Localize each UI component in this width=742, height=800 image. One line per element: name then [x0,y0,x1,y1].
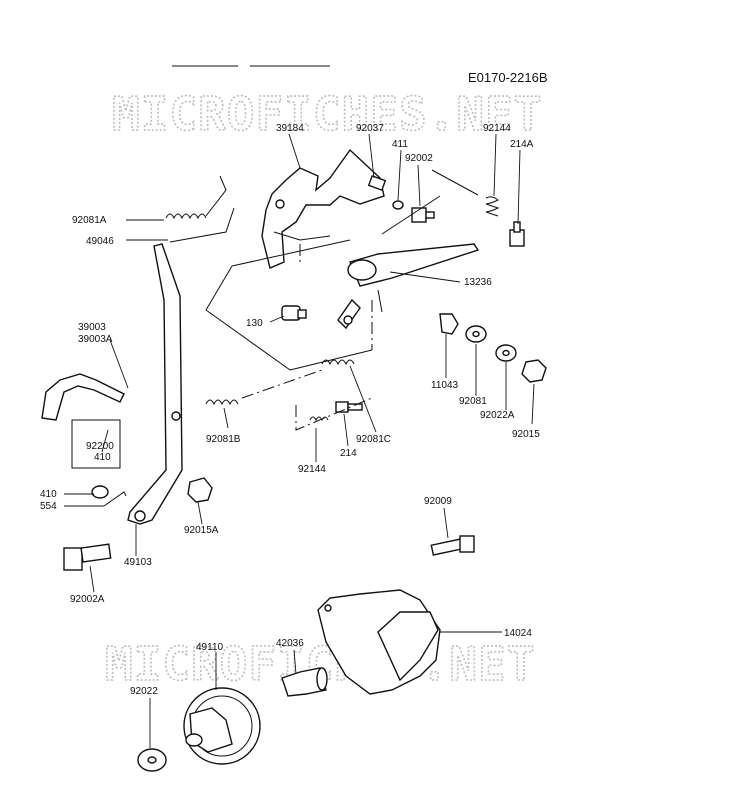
pin-554 [103,491,127,507]
watermark-top: MICROFICHES.NET [112,87,542,141]
cable-frame [71,419,121,469]
part-label-92081B: 92081B [206,434,241,445]
part-label-92022: 92022 [130,686,158,697]
washer-411 [392,200,404,210]
part-label-92022A: 92022A [480,410,515,421]
governor-bracket [261,148,385,269]
part-label-92009: 92009 [424,496,452,507]
part-label-410-a: 410 [94,452,111,463]
part-label-39184: 39184 [276,123,304,134]
washer-92081 [465,325,487,343]
bolt-92009 [430,535,475,556]
part-label-554: 554 [40,501,57,512]
part-label-49046: 49046 [86,236,114,247]
callout-leaders [64,133,535,748]
governor-gear [183,687,261,765]
part-label-92081: 92081 [459,396,487,407]
part-label-130: 130 [246,318,263,329]
governor-lever [337,243,480,330]
governor-shaft [281,667,328,697]
spring-frame [241,369,373,431]
part-label-49103: 49103 [124,557,152,568]
part-label-92144-top: 92144 [483,123,511,134]
spring-92144-top [485,196,500,217]
part-label-92037: 92037 [356,123,384,134]
spring-92081A [165,175,227,220]
bolt-214 [335,401,363,413]
part-label-42036: 42036 [276,638,304,649]
part-label-410-b: 410 [40,489,57,500]
part-label-92015A: 92015A [184,525,219,536]
nut-92015A [187,477,213,503]
assembly-frame [205,169,479,371]
bolt-92002A [63,543,112,571]
choke-cable [41,373,125,421]
bolt-92002 [411,207,435,223]
part-label-92002A: 92002A [70,594,105,605]
washer-92022 [137,748,167,772]
part-label-13236: 13236 [464,277,492,288]
part-label-39003: 39003 [78,322,106,333]
part-label-411: 411 [392,139,408,150]
part-label-14024: 14024 [504,628,532,639]
rod-49046 [169,207,235,243]
bolt-214A [509,221,525,247]
part-label-49110: 49110 [196,642,224,653]
washer-410-a [91,485,109,499]
gear-cover [317,589,441,695]
screw-130 [281,305,307,321]
washer-92022A [495,344,517,362]
part-label-92002: 92002 [405,153,433,164]
spring-92144-low [309,416,329,422]
control-lever [127,243,183,525]
part-label-11043: 11043 [431,380,459,391]
nut-92015 [521,359,547,383]
spring-92081B [205,399,239,406]
part-label-214A: 214A [510,139,534,150]
diagram-reference: E0170-2216B [468,70,548,85]
part-label-39003A: 39003A [78,334,113,345]
bolt-92037 [367,175,387,191]
part-label-214: 214 [340,448,357,459]
part-label-92144-low: 92144 [298,464,326,475]
part-label-92200: 92200 [86,441,114,452]
part-label-92015: 92015 [512,429,540,440]
plate-11043 [439,313,459,335]
spring-92081C [321,359,355,366]
part-label-92081A: 92081A [72,215,107,226]
part-label-92081C: 92081C [356,434,391,445]
